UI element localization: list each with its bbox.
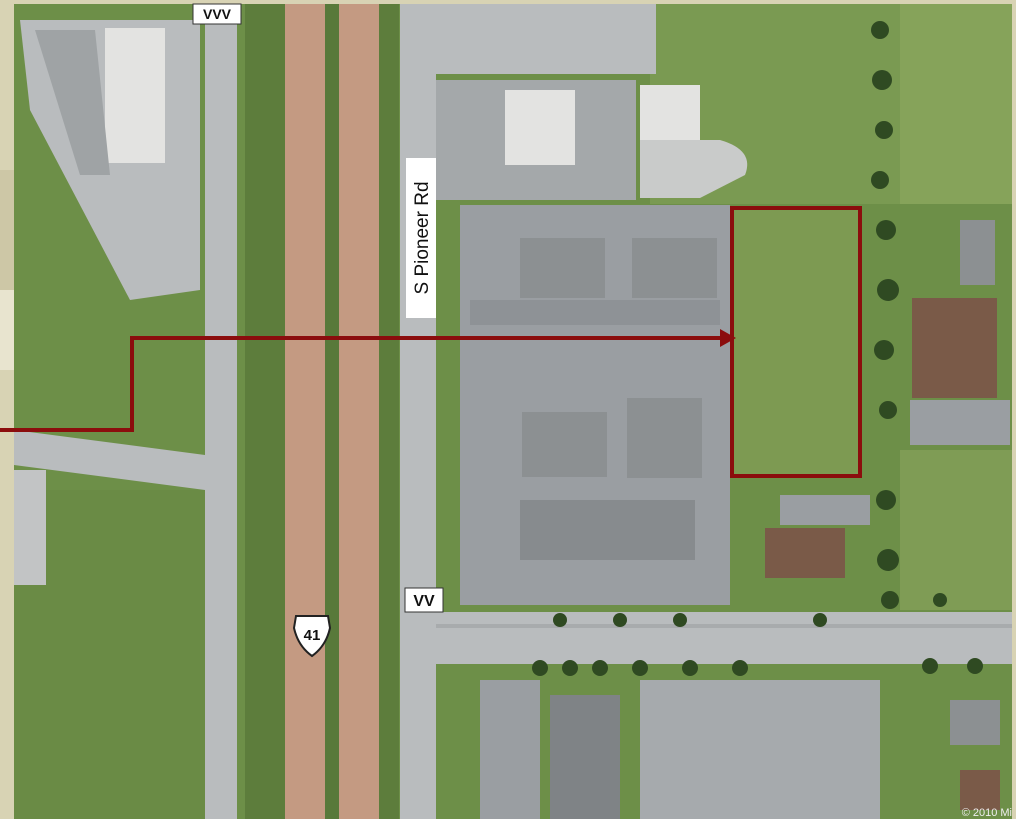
grass-field: [900, 450, 1012, 610]
storage-area: [35, 30, 110, 175]
bottom-building-roof: [550, 695, 620, 819]
label-vvv: VVV: [192, 3, 242, 25]
vv-road: [436, 612, 1012, 664]
side-road: [14, 430, 205, 490]
highway-shoulder: [379, 4, 399, 819]
office-roof: [520, 238, 605, 298]
vv-road-marking: [436, 624, 1012, 628]
highway-lanes-southbound: [285, 4, 325, 819]
building-lot: [910, 400, 1010, 445]
highlight-parcel-box: [730, 206, 862, 478]
store-roof: [505, 90, 575, 165]
arrow-head-icon: [720, 329, 736, 347]
bottom-parking: [480, 680, 540, 819]
house-roof: [950, 700, 1000, 745]
highway-shield-icon: 41: [292, 615, 332, 658]
store-roof: [640, 85, 700, 140]
highway-shield-text: 41: [304, 627, 321, 644]
grass-field: [900, 4, 1012, 204]
house-roof: [960, 220, 995, 285]
copyright-text: © 2010 Mi: [962, 807, 1012, 819]
tree-line: [532, 21, 983, 676]
bottom-parking: [640, 680, 880, 819]
highway-lanes-northbound: [339, 4, 379, 819]
highway-median: [325, 4, 339, 819]
label-pioneer-road: S Pioneer Rd: [406, 158, 436, 318]
parcel-grass: [732, 208, 860, 476]
leader-arrow-line: [0, 336, 724, 432]
office-roof: [520, 500, 695, 560]
store-lot: [640, 140, 748, 198]
building-lot: [780, 495, 870, 525]
label-vv: VV: [404, 587, 444, 613]
commercial-lot: [436, 4, 656, 74]
office-roof: [632, 238, 717, 298]
frame-panel: [0, 290, 14, 370]
office-roof: [522, 412, 607, 477]
frame-panel: [0, 170, 14, 290]
office-roof: [627, 398, 702, 478]
frontage-road: [205, 4, 237, 819]
label-vv-text: VV: [413, 593, 435, 610]
label-vvv-text: VVV: [203, 6, 232, 22]
warehouse-roof: [105, 28, 165, 163]
side-road: [14, 470, 46, 585]
grass-field: [14, 490, 224, 819]
house-roof: [960, 770, 1000, 810]
aerial-image: [0, 4, 1012, 819]
parking-row: [470, 300, 720, 325]
highway-median: [245, 4, 285, 819]
building-roof: [912, 298, 997, 398]
building-roof: [765, 528, 845, 578]
label-pioneer-road-text: S Pioneer Rd: [412, 181, 433, 294]
pioneer-road: [400, 4, 436, 819]
